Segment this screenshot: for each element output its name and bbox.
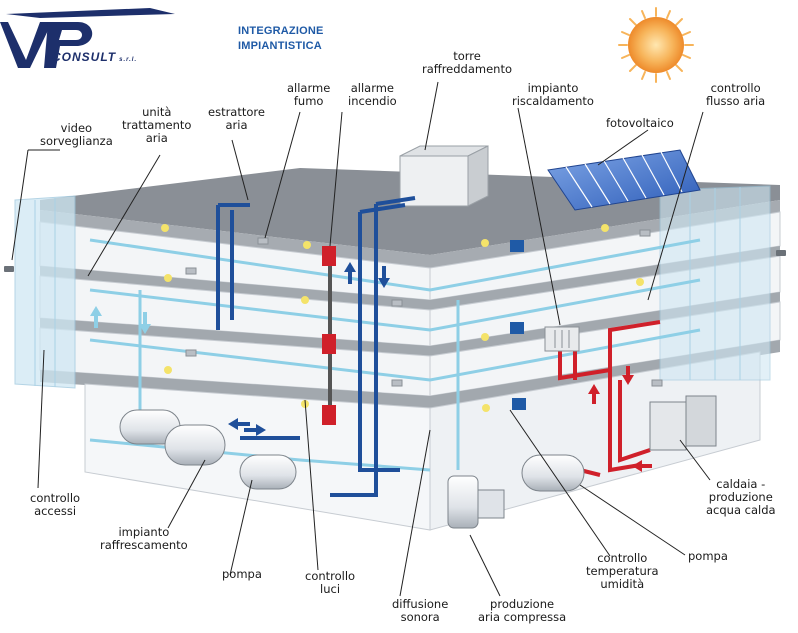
label-line: riscaldamento bbox=[512, 94, 594, 108]
label-line: luci bbox=[320, 582, 341, 596]
label-line: caldaia - bbox=[716, 477, 766, 491]
title-line-2: IMPIANTISTICA bbox=[238, 40, 322, 52]
heating-unit bbox=[544, 326, 580, 352]
speaker-icons bbox=[510, 240, 526, 410]
logo bbox=[0, 8, 175, 68]
flow-arrows bbox=[90, 262, 652, 472]
air-compressor bbox=[447, 475, 505, 529]
label-line: sonora bbox=[400, 610, 440, 624]
camera-icons bbox=[4, 250, 786, 272]
label-line: controllo bbox=[597, 551, 648, 565]
building bbox=[14, 168, 781, 531]
label-line: controllo bbox=[30, 491, 81, 505]
label-line: allarme bbox=[287, 81, 331, 95]
label-line: pompa bbox=[688, 549, 728, 563]
label-line: video bbox=[60, 121, 93, 135]
label-line: estrattore bbox=[208, 105, 265, 119]
logo-suffix: s.r.l. bbox=[119, 57, 138, 63]
logo-name-text: CONSULT bbox=[52, 50, 117, 64]
label-line: impianto bbox=[118, 525, 170, 539]
label-line: pompa bbox=[222, 567, 262, 581]
label-fotovoltaico: fotovoltaico bbox=[606, 117, 674, 130]
label-line: torre bbox=[453, 49, 481, 63]
sun-icon bbox=[618, 7, 694, 83]
ceiling-vents bbox=[185, 229, 663, 387]
boiler bbox=[649, 395, 717, 451]
label-line: produzione bbox=[490, 597, 555, 611]
label-line: temperatura bbox=[586, 564, 659, 578]
label-line: impianto bbox=[527, 81, 579, 95]
label-line: unità bbox=[142, 105, 172, 119]
label-line: incendio bbox=[348, 94, 397, 108]
leader-lines bbox=[11, 81, 711, 597]
label-line: diffusione bbox=[392, 597, 449, 611]
cold-pipes bbox=[216, 196, 416, 497]
label-line: aria bbox=[225, 118, 248, 132]
label-line: umidità bbox=[600, 577, 645, 591]
label-pompa-left: pompa bbox=[222, 568, 262, 581]
label-line: aria compressa bbox=[478, 610, 567, 624]
label-pompa-right: pompa bbox=[688, 550, 728, 563]
label-line: raffrescamento bbox=[100, 538, 188, 552]
label-line: trattamento bbox=[122, 118, 192, 132]
diagram-title: INTEGRAZIONE IMPIANTISTICA bbox=[238, 24, 324, 54]
label-line: fotovoltaico bbox=[606, 116, 674, 130]
title-line-1: INTEGRAZIONE bbox=[238, 25, 324, 37]
label-line: controllo bbox=[305, 569, 356, 583]
label-line: aria bbox=[145, 131, 168, 145]
fire-alarm-boxes bbox=[322, 246, 336, 425]
label-line: accessi bbox=[34, 504, 77, 518]
label-line: acqua calda bbox=[706, 503, 776, 517]
solar-panel bbox=[547, 149, 701, 211]
label-line: controllo bbox=[710, 81, 761, 95]
label-line: raffreddamento bbox=[422, 62, 513, 76]
light-bulbs bbox=[161, 224, 644, 412]
label-line: produzione bbox=[708, 490, 773, 504]
label-line: flusso aria bbox=[706, 94, 766, 108]
label-line: allarme bbox=[350, 81, 394, 95]
label-line: fumo bbox=[293, 94, 324, 108]
label-line: sorveglianza bbox=[40, 134, 113, 148]
